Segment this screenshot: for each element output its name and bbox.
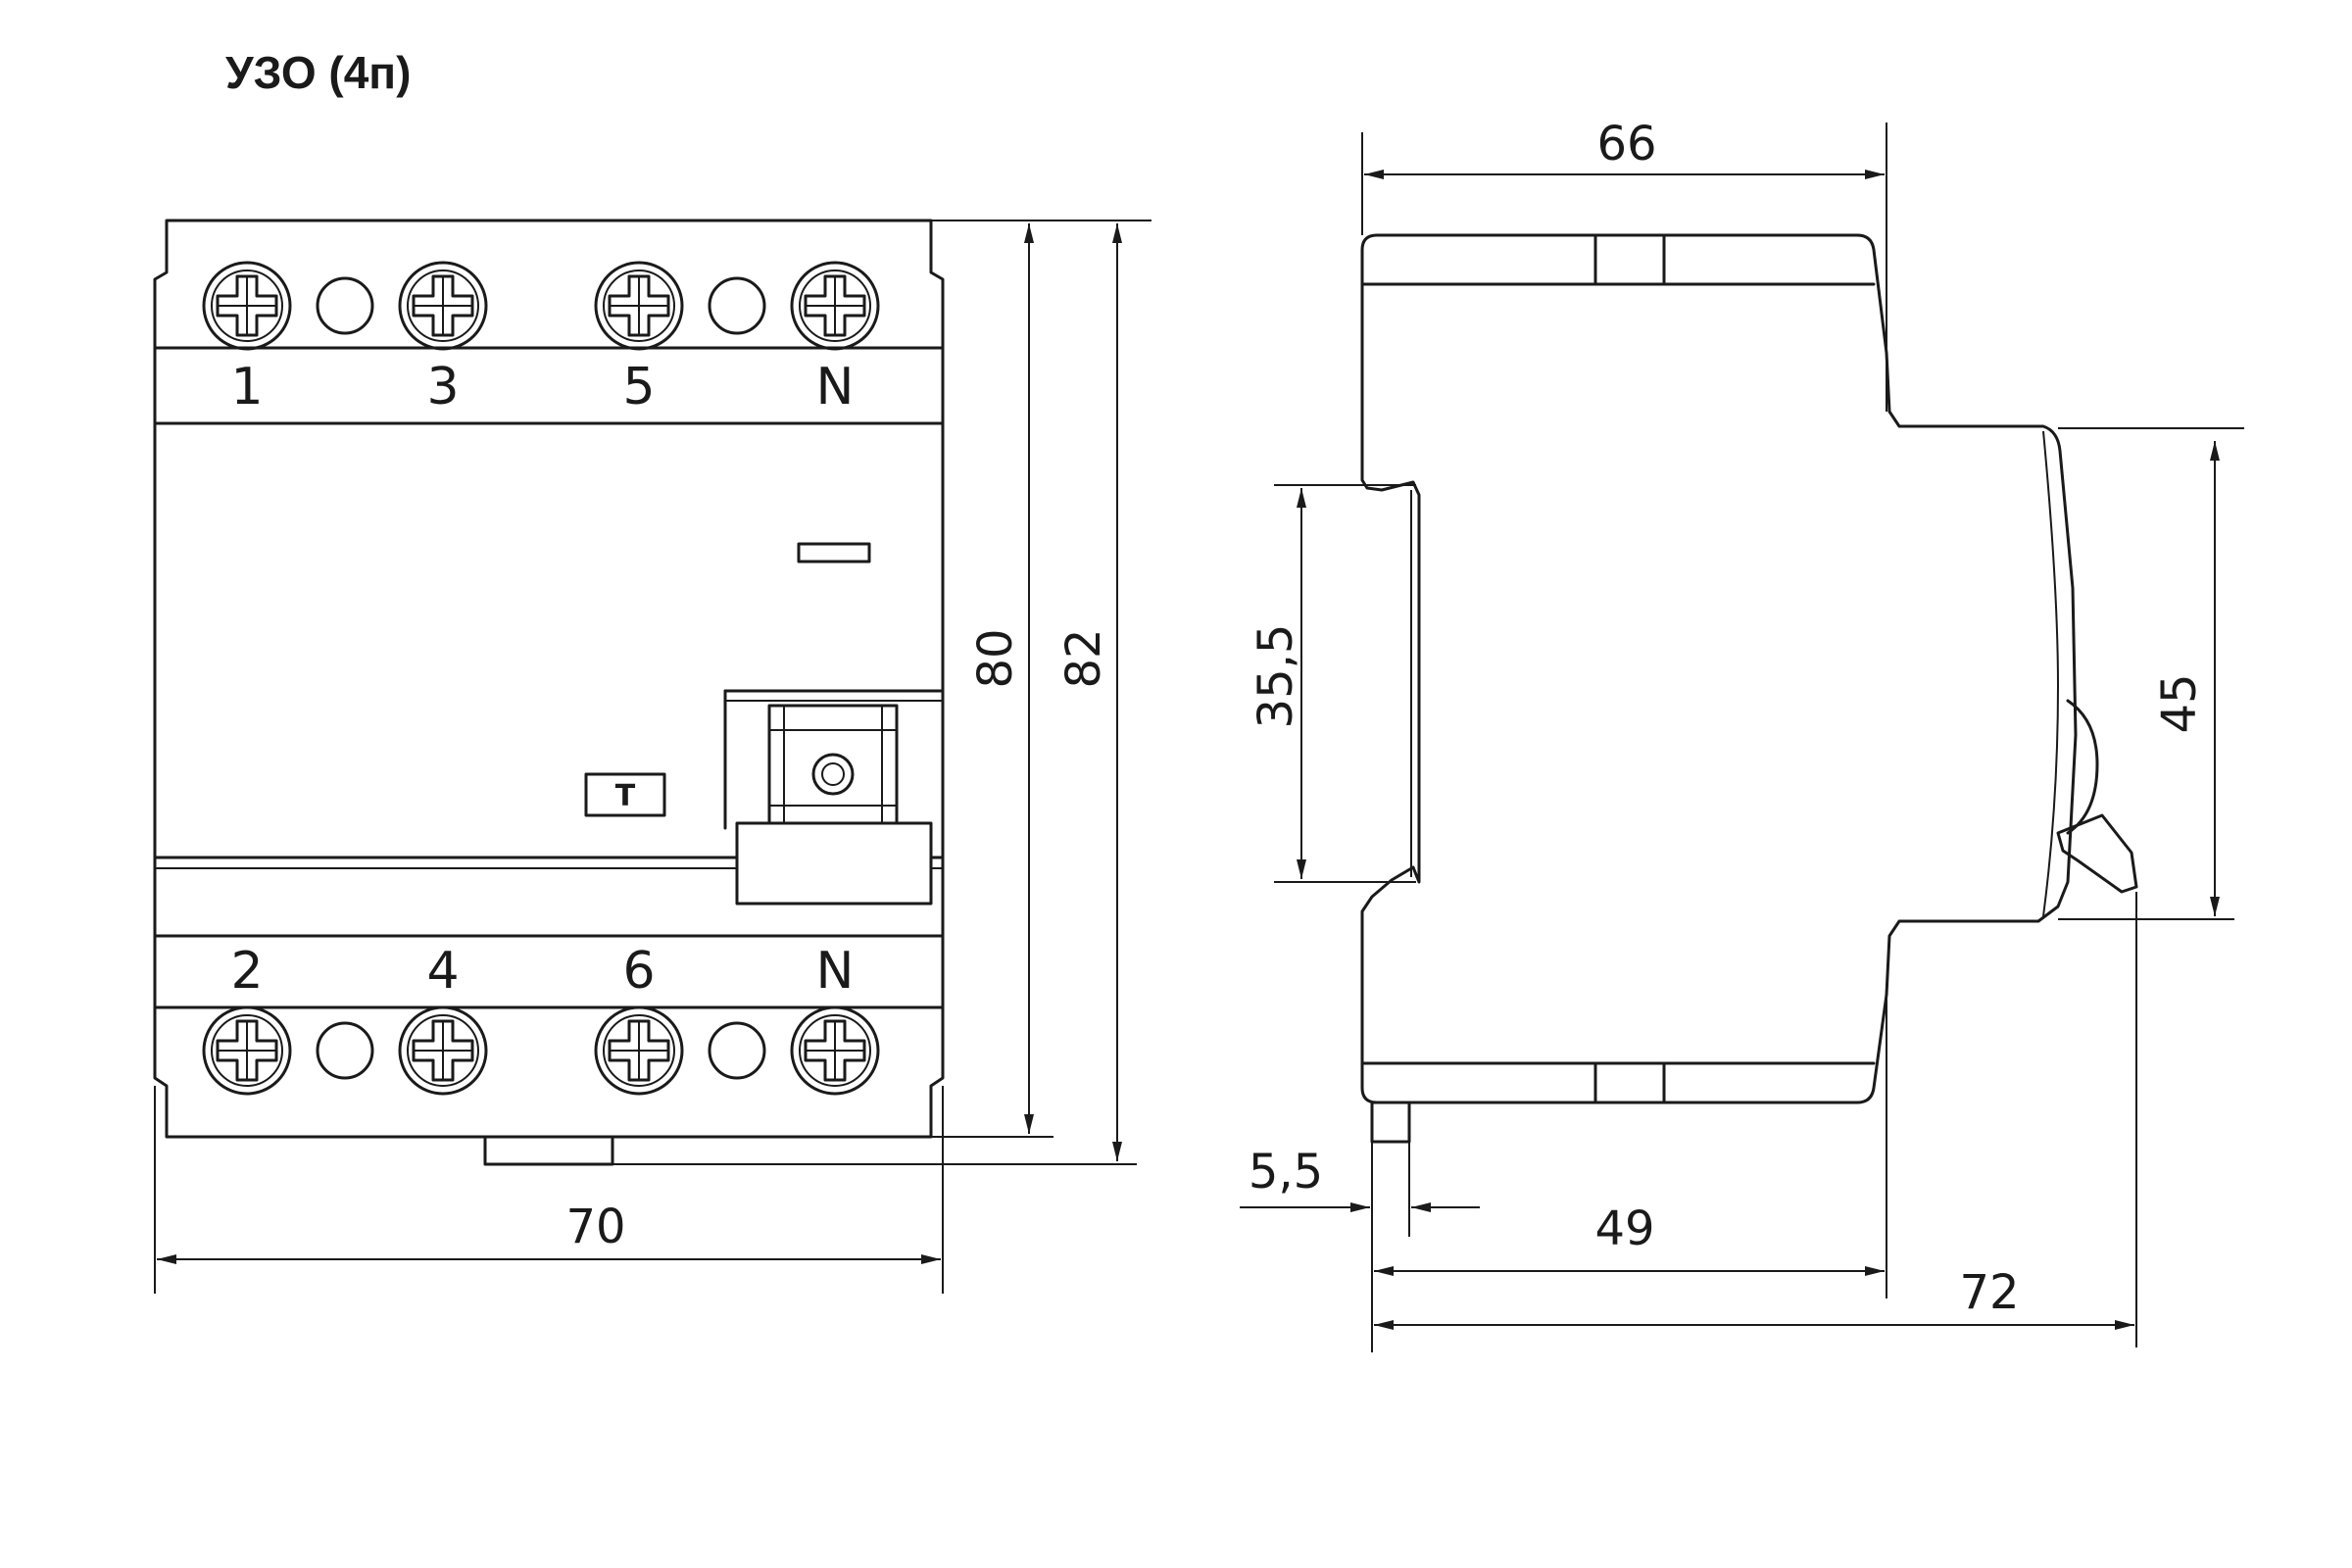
- toggle-handle: [735, 821, 933, 906]
- terminal-screw-icon: [594, 1005, 684, 1096]
- terminal-screw-icon: [790, 1005, 880, 1096]
- side-lever-dome: [2066, 699, 2099, 835]
- terminal-hole: [708, 276, 766, 335]
- terminal-label-3: 3: [426, 358, 459, 416]
- front-view: T 1 3 5 N 2 4 6 N: [153, 219, 1152, 1294]
- side-top-notch: [1593, 233, 1666, 286]
- side-view: 66 35,5 45 5,5 49 72: [1240, 117, 2244, 1352]
- terminal-screw-icon: [202, 261, 292, 351]
- terminal-label-4: 4: [426, 942, 459, 1001]
- terminal-label-1: 1: [230, 358, 263, 416]
- dim-72-label: 72: [1959, 1265, 2019, 1320]
- side-lever-handle: [2056, 813, 2138, 894]
- indicator-window: [797, 542, 871, 564]
- test-button-label: T: [615, 779, 636, 813]
- side-front-face-line: [2042, 430, 2060, 917]
- terminal-hole: [708, 1021, 766, 1080]
- terminal-label-6: 6: [622, 942, 655, 1001]
- toggle-lever: [723, 689, 945, 906]
- side-clip: [1370, 1101, 1411, 1144]
- terminal-label-n-top: N: [816, 358, 855, 416]
- terminal-hole: [316, 1021, 374, 1080]
- terminal-screw-icon: [594, 261, 684, 351]
- dim-66-label: 66: [1596, 117, 1656, 172]
- terminal-screw-icon: [398, 261, 488, 351]
- terminal-label-2: 2: [230, 942, 263, 1001]
- terminal-hole: [316, 276, 374, 335]
- terminal-screw-icon: [398, 1005, 488, 1096]
- dim-55-label: 5,5: [1249, 1145, 1323, 1200]
- bottom-screw-row: [202, 1005, 880, 1096]
- dim-355-label: 35,5: [1249, 624, 1303, 729]
- test-button: [584, 772, 666, 817]
- terminal-label-n-bottom: N: [816, 942, 855, 1001]
- drawing-title: УЗО (4п): [225, 47, 411, 98]
- dim-80-label: 80: [968, 628, 1023, 688]
- side-bottom-notch: [1593, 1061, 1666, 1104]
- terminal-screw-icon: [202, 1005, 292, 1096]
- terminal-screw-icon: [790, 261, 880, 351]
- side-body-outline: [1360, 233, 2078, 1104]
- terminal-label-5: 5: [622, 358, 655, 416]
- dim-49-label: 49: [1594, 1201, 1654, 1256]
- top-screw-row: [202, 261, 880, 351]
- dim-45-label: 45: [2152, 673, 2207, 733]
- dim-82-label: 82: [1056, 628, 1111, 688]
- dim-70-label: 70: [565, 1200, 625, 1254]
- din-clip: [483, 1135, 614, 1166]
